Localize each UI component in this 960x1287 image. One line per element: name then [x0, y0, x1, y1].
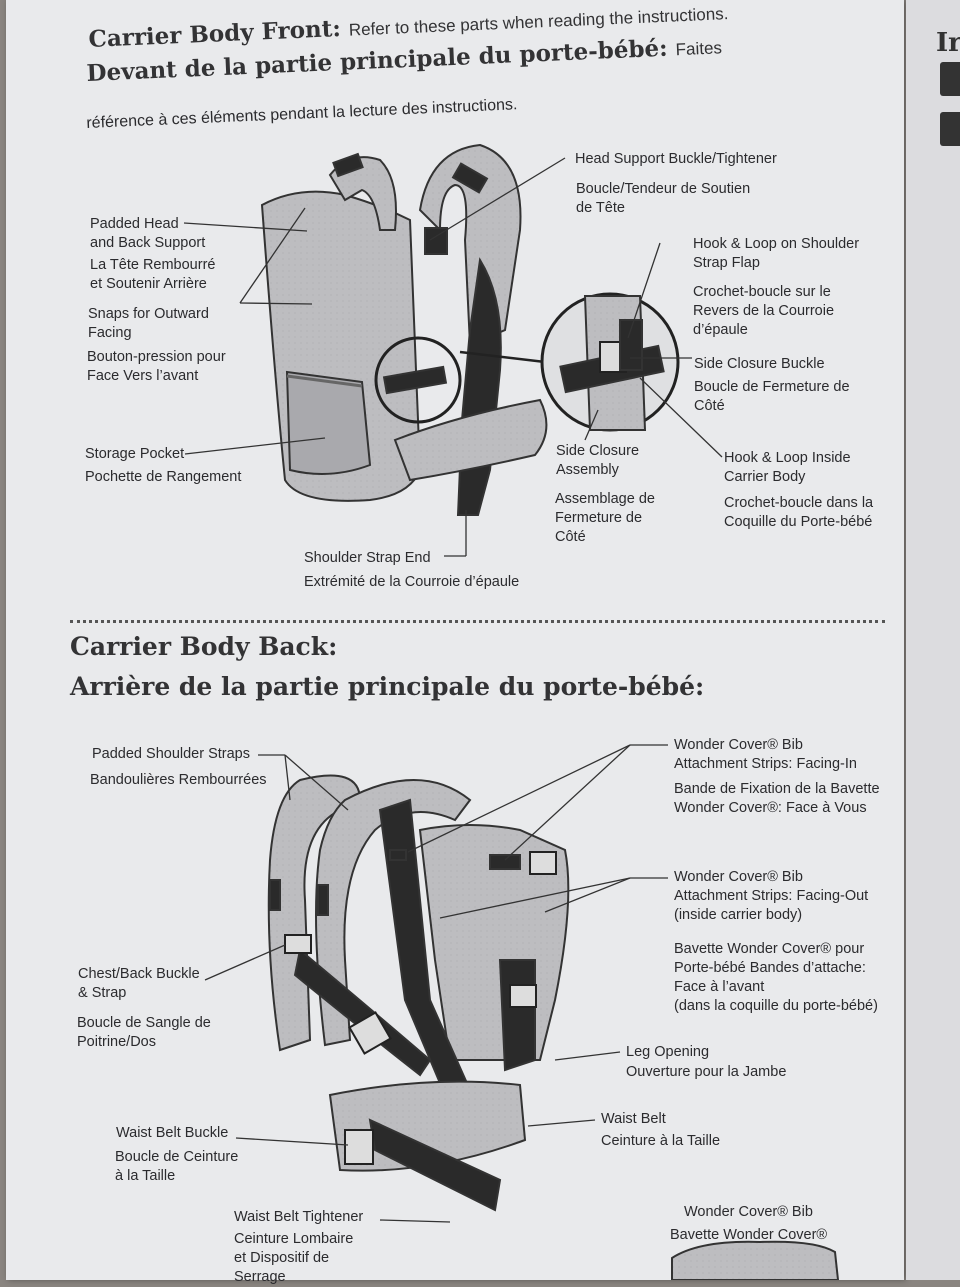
label-bib-strips-facing-in: Wonder Cover® Bib Attachment Strips: Fac…: [674, 737, 857, 772]
front-carrier-drawing: [260, 143, 548, 516]
label-padded-head: Padded Head and Back Support: [90, 216, 206, 251]
front-title-fr-note: Faites: [675, 38, 723, 60]
label-waist-belt-fr: Ceinture à la Taille: [601, 1133, 721, 1149]
label-snaps: Snaps for Outward Facing: [88, 306, 209, 341]
label-hook-loop-inside: Hook & Loop Inside Carrier Body: [724, 450, 851, 485]
label-leg-opening-fr: Ouverture pour la Jambe: [626, 1064, 787, 1080]
label-storage-pocket: Storage Pocket: [85, 446, 185, 462]
back-title-fr: Arrière de la partie principale du porte…: [70, 672, 705, 701]
label-waist-belt-tightener-fr: Ceinture Lombaire et Dispositif de Serra…: [234, 1231, 354, 1285]
label-waist-belt-buckle: Waist Belt Buckle: [116, 1125, 229, 1141]
back-carrier-drawing: [267, 774, 570, 1212]
label-bib-strips-facing-in-fr: Bande de Fixation de la Bavette Wonder C…: [674, 781, 880, 816]
label-padded-head-fr: La Tête Rembourré et Soutenir Arrière: [90, 257, 216, 292]
label-bib-strips-facing-out: Wonder Cover® Bib Attachment Strips: Fac…: [674, 869, 869, 923]
label-side-closure-buckle: Side Closure Buckle: [694, 356, 825, 372]
back-leader-lines: [204, 744, 668, 1223]
back-title: Carrier Body Back:: [70, 632, 338, 661]
label-side-closure-assembly: Side Closure Assembly: [556, 443, 640, 478]
label-wonder-cover-bib-fr: Bavette Wonder Cover®: [670, 1227, 828, 1243]
label-waist-belt: Waist Belt: [601, 1111, 666, 1127]
label-waist-belt-tightener: Waist Belt Tightener: [234, 1209, 364, 1225]
label-shoulder-strap-end-fr: Extrémité de la Courroie d’épaule: [304, 574, 520, 590]
label-leg-opening: Leg Opening: [626, 1044, 710, 1060]
label-hook-loop-flap-fr: Crochet-boucle sur le Revers de la Courr…: [693, 284, 835, 338]
label-hook-loop-inside-fr: Crochet-boucle dans la Coquille du Porte…: [724, 495, 874, 530]
next-page-marker: [940, 62, 960, 96]
label-padded-shoulder-straps: Padded Shoulder Straps: [92, 746, 250, 762]
front-leader-lines: [183, 157, 723, 557]
label-bib-strips-facing-out-fr: Bavette Wonder Cover® pour Porte-bébé Ba…: [674, 941, 878, 1014]
label-chest-back-buckle: Chest/Back Buckle & Strap: [78, 966, 200, 1001]
next-page-title: Ir: [936, 28, 960, 58]
label-waist-belt-buckle-fr: Boucle de Ceinture à la Taille: [115, 1149, 239, 1184]
label-head-support-buckle: Head Support Buckle/Tightener: [575, 151, 777, 167]
label-snaps-fr: Bouton-pression pour Face Vers l’avant: [87, 349, 226, 384]
label-chest-back-buckle-fr: Boucle de Sangle de Poitrine/Dos: [77, 1015, 211, 1050]
label-side-closure-buckle-fr: Boucle de Fermeture de Côté: [694, 379, 850, 414]
next-page-marker: [940, 112, 960, 146]
label-padded-shoulder-straps-fr: Bandoulières Rembourrées: [90, 772, 267, 788]
label-storage-pocket-fr: Pochette de Rangement: [85, 469, 242, 485]
next-page-edge: Ir: [906, 0, 960, 1280]
label-side-closure-assembly-fr: Assemblage de Fermeture de Côté: [555, 491, 655, 545]
wonder-cover-bib-drawing: [671, 1240, 840, 1280]
side-closure-zoom: [540, 292, 680, 432]
section-divider: [70, 620, 885, 623]
label-hook-loop-flap: Hook & Loop on Shoulder Strap Flap: [693, 236, 860, 271]
label-wonder-cover-bib: Wonder Cover® Bib: [684, 1204, 813, 1220]
label-head-support-buckle-fr: Boucle/Tendeur de Soutien de Tête: [576, 181, 751, 216]
label-shoulder-strap-end: Shoulder Strap End: [304, 550, 431, 566]
